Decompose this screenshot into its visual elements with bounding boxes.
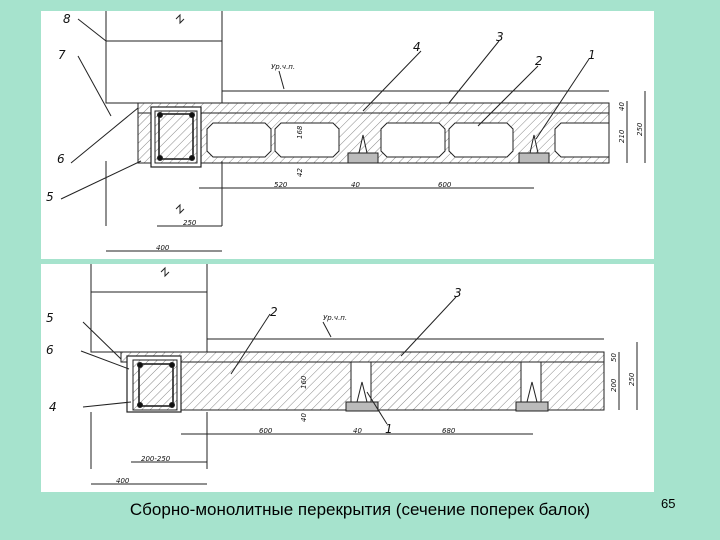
- wall-block: [105, 40, 223, 104]
- dim-42: 42: [296, 168, 304, 177]
- dim-160: 160: [300, 375, 308, 389]
- hollow-core: [380, 122, 446, 158]
- callout-1: 1: [588, 48, 596, 62]
- dim-520: 520: [274, 181, 288, 189]
- dim-680: 680: [442, 427, 456, 435]
- hollow-core: [448, 122, 514, 158]
- dim-400: 400: [156, 244, 170, 252]
- dim-400: 400: [116, 477, 130, 485]
- beam-base: [515, 401, 549, 412]
- page-number: 65: [661, 496, 676, 511]
- level-label: Ур.ч.п.: [323, 314, 347, 322]
- callout-2: 2: [270, 305, 278, 319]
- callout-5: 5: [46, 190, 54, 204]
- hollow-core: [554, 122, 610, 158]
- slab-block: [180, 361, 352, 411]
- dim-200: 200: [610, 378, 618, 392]
- callout-4: 4: [49, 400, 57, 414]
- callout-4: 4: [413, 40, 421, 54]
- beam-base: [345, 401, 379, 412]
- level-label: Ур.ч.п.: [271, 63, 295, 71]
- dim-200-250: 200-250: [141, 455, 171, 463]
- dim-250-right: 250: [628, 372, 636, 386]
- callout-1: 1: [385, 422, 393, 436]
- dim-168: 168: [296, 125, 304, 139]
- hollow-core: [206, 122, 272, 158]
- dim-600: 600: [259, 427, 273, 435]
- dim-40-beam: 40: [353, 427, 362, 435]
- beam-base: [518, 152, 550, 164]
- floor-topping: [120, 351, 605, 363]
- callout-3: 3: [496, 30, 504, 44]
- bottom-section-drawing: 5 6 4 2 3 1 Ур.ч.п. 160 40 600 40 680 20…: [46, 264, 638, 485]
- top-section-drawing: 8 7 6 5 4 3 2 1 Ур.ч.п. 168 42 520 40 60…: [46, 11, 646, 252]
- slide-caption: Сборно-монолитные перекрытия (сечение по…: [129, 500, 591, 519]
- callout-5: 5: [46, 311, 54, 325]
- callout-7: 7: [58, 48, 66, 62]
- dim-40: 40: [351, 181, 360, 189]
- dim-40: 40: [300, 413, 308, 422]
- dim-600: 600: [438, 181, 452, 189]
- wall-block: [90, 291, 208, 353]
- callout-8: 8: [63, 12, 71, 26]
- callout-2: 2: [535, 54, 543, 68]
- callout-6: 6: [57, 152, 65, 166]
- top-section-panel: 8 7 6 5 4 3 2 1 Ур.ч.п. 168 42 520 40 60…: [41, 11, 654, 259]
- bottom-section-panel: 5 6 4 2 3 1 Ур.ч.п. 160 40 600 40 680 20…: [41, 264, 654, 492]
- slab-block: [540, 361, 605, 411]
- beam-base: [347, 152, 379, 164]
- callout-6: 6: [46, 343, 54, 357]
- dim-210: 210: [618, 129, 626, 143]
- dim-40-right: 40: [618, 102, 626, 111]
- callout-3: 3: [454, 286, 462, 300]
- hollow-core: [274, 122, 340, 158]
- dim-250: 250: [183, 219, 197, 227]
- dim-50: 50: [610, 353, 618, 362]
- slab-block: [370, 361, 522, 411]
- floor-topping: [137, 102, 610, 114]
- dim-250-right: 250: [636, 122, 644, 136]
